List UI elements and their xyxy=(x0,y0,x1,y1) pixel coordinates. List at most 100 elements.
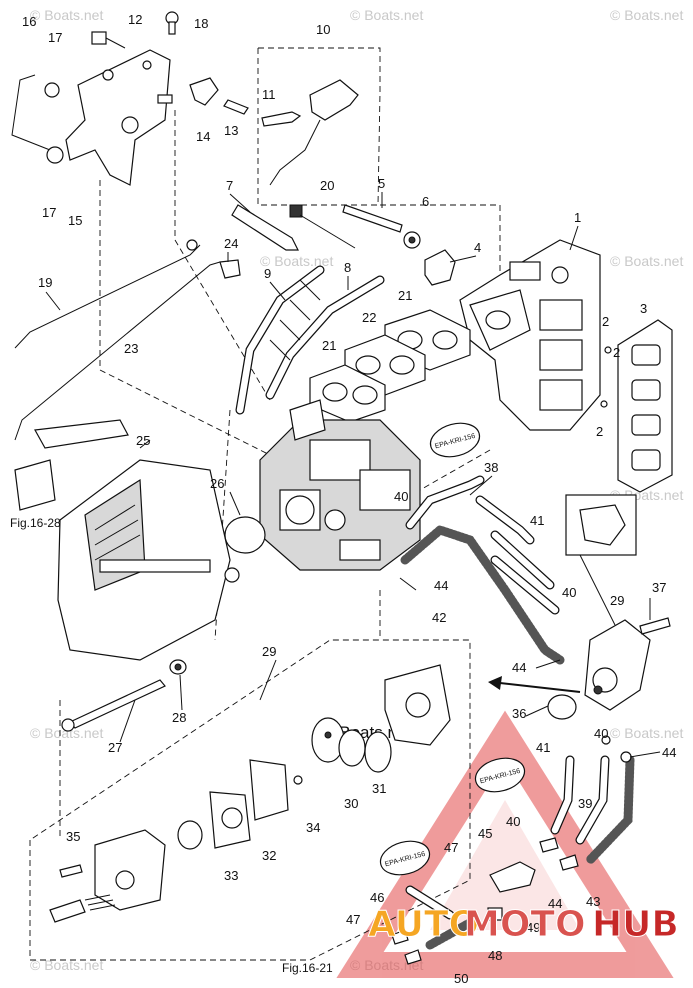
part-label[interactable]: 17 xyxy=(42,205,56,220)
part-label[interactable]: 47 xyxy=(346,912,360,927)
part-label[interactable]: 3 xyxy=(640,301,647,316)
part-label[interactable]: 16 xyxy=(22,14,36,29)
fuel-hoses xyxy=(400,475,565,665)
part-label[interactable]: 40 xyxy=(394,489,408,504)
link-rod-16 xyxy=(11,74,64,164)
part-label[interactable]: 44 xyxy=(434,578,448,593)
label-leaders xyxy=(45,192,661,758)
part-label[interactable]: 49 xyxy=(526,920,540,935)
part-label[interactable]: 32 xyxy=(262,848,276,863)
clip-14 xyxy=(189,77,249,115)
part-label[interactable]: 7 xyxy=(226,178,233,193)
logo: AUTO MOTO HUB xyxy=(368,904,680,946)
screw-12 xyxy=(91,31,126,49)
pump-exploded xyxy=(49,664,451,923)
gaskets-21-22 xyxy=(309,309,471,423)
watermark: © Boats.net xyxy=(260,253,333,269)
logo-text-moto: MOTO xyxy=(464,904,586,945)
kit-box-29 xyxy=(29,639,471,961)
part-label[interactable]: 43 xyxy=(586,894,600,909)
watermark: © Boats.net xyxy=(30,7,103,23)
part-label[interactable]: 44 xyxy=(548,896,562,911)
part-labels: 1 2 2 2 3 4 5 6 7 8 9 10 11 12 13 14 15 … xyxy=(22,12,676,986)
part-label[interactable]: 41 xyxy=(536,740,550,755)
part-label[interactable]: 8 xyxy=(344,260,351,275)
part-label[interactable]: 44 xyxy=(662,745,676,760)
part-label[interactable]: 26 xyxy=(210,476,224,491)
part-label[interactable]: 1 xyxy=(574,210,581,225)
part-label[interactable]: 12 xyxy=(128,12,142,27)
part-label[interactable]: 33 xyxy=(224,868,238,883)
part-label[interactable]: 40 xyxy=(594,726,608,741)
part-label[interactable]: 4 xyxy=(474,240,481,255)
part-label[interactable]: 42 xyxy=(432,610,446,625)
logo-text-auto: AUTO xyxy=(368,904,479,945)
logo-text-hub: HUB xyxy=(592,904,679,945)
fig-ref[interactable]: Fig.16-28 xyxy=(10,516,61,530)
part-label[interactable]: 21 xyxy=(322,338,336,353)
part-label[interactable]: 27 xyxy=(108,740,122,755)
part-label[interactable]: 39 xyxy=(578,796,592,811)
part-label[interactable]: 25 xyxy=(136,433,150,448)
part-label[interactable]: 34 xyxy=(306,820,320,835)
part-label[interactable]: 5 xyxy=(378,176,385,191)
watermark: © Boats.net xyxy=(610,253,683,269)
part-label[interactable]: 50 xyxy=(454,971,468,986)
part-label[interactable]: 2 xyxy=(602,314,609,329)
part-label[interactable]: 17 xyxy=(48,30,62,45)
part-label[interactable]: 45 xyxy=(478,826,492,841)
epa-tag: EPA-KRI-156 xyxy=(379,840,431,876)
part-label[interactable]: 18 xyxy=(194,16,208,31)
part-label[interactable]: 15 xyxy=(68,213,82,228)
logo-triangle xyxy=(336,710,674,978)
part-label[interactable]: 22 xyxy=(362,310,376,325)
part-label[interactable]: 10 xyxy=(316,22,330,37)
watermark: © Boats.net xyxy=(350,7,423,23)
fig-ref[interactable]: Fig.16-21 xyxy=(282,961,333,975)
part-label[interactable]: 2 xyxy=(613,345,620,360)
part-label[interactable]: 41 xyxy=(530,513,544,528)
bracket-15 xyxy=(65,49,173,186)
air-silencer-25 xyxy=(14,419,240,661)
part-label[interactable]: 37 xyxy=(652,580,666,595)
part-label[interactable]: 38 xyxy=(484,460,498,475)
part-label[interactable]: 40 xyxy=(506,814,520,829)
part-label[interactable]: 29 xyxy=(262,644,276,659)
part-label[interactable]: 20 xyxy=(320,178,334,193)
part-label[interactable]: 48 xyxy=(488,948,502,963)
part-label[interactable]: 23 xyxy=(124,341,138,356)
part-label[interactable]: 24 xyxy=(224,236,238,251)
part-label[interactable]: 6 xyxy=(422,194,429,209)
rods-19-23 xyxy=(14,239,241,441)
part-label[interactable]: 29 xyxy=(610,593,624,608)
direction-arrow xyxy=(488,676,581,693)
part-label[interactable]: 21 xyxy=(398,288,412,303)
epa-tag: EPA-KRI-156 xyxy=(429,422,481,458)
part-label[interactable]: 31 xyxy=(372,781,386,796)
o-ring-36 xyxy=(547,694,577,720)
part-label[interactable]: 40 xyxy=(562,585,576,600)
part-label[interactable]: 36 xyxy=(512,706,526,721)
part-label[interactable]: 44 xyxy=(512,660,526,675)
part-label[interactable]: 19 xyxy=(38,275,52,290)
part-label[interactable]: 9 xyxy=(264,266,271,281)
part-label[interactable]: 47 xyxy=(444,840,458,855)
o-ring-26 xyxy=(224,516,266,554)
part-label[interactable]: 14 xyxy=(196,129,210,144)
lever-kit-10 xyxy=(261,79,359,186)
carburetor xyxy=(259,399,421,571)
part-label[interactable]: 46 xyxy=(370,890,384,905)
part-label[interactable]: 35 xyxy=(66,829,80,844)
epa-tag: EPA-KRI-156 xyxy=(474,757,526,793)
upper-hardware xyxy=(231,204,456,286)
watermark: © Boats.net xyxy=(30,957,103,973)
part-label[interactable]: 30 xyxy=(344,796,358,811)
fuel-pump-29 xyxy=(584,617,671,711)
inset-detail xyxy=(565,494,637,626)
part-label[interactable]: 2 xyxy=(596,424,603,439)
kit-box-10 xyxy=(257,47,381,206)
part-label[interactable]: 28 xyxy=(172,710,186,725)
part-label[interactable]: 11 xyxy=(262,87,276,102)
part-label[interactable]: 13 xyxy=(224,123,238,138)
